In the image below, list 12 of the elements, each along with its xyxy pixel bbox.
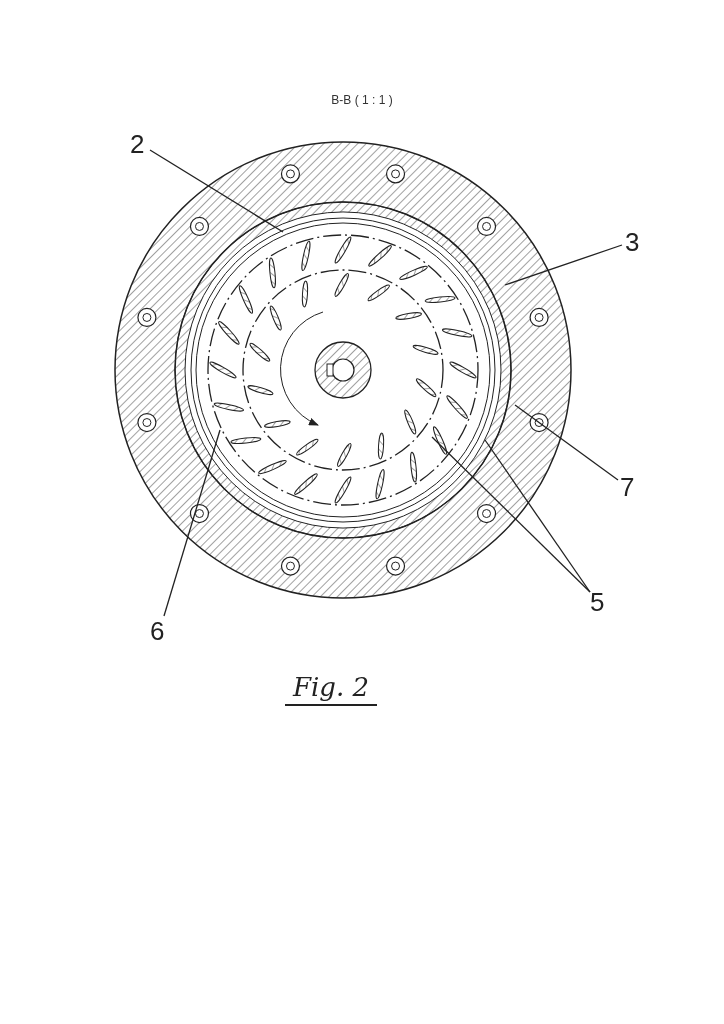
- callout-number: 7: [620, 473, 635, 501]
- section-title: B-B ( 1 : 1 ): [330, 93, 394, 107]
- leader-line: [514, 404, 619, 481]
- leader-line: [163, 429, 221, 617]
- callout-number: 5: [590, 588, 605, 616]
- callout-number: 6: [150, 617, 165, 645]
- leader-line: [504, 244, 623, 286]
- callout-number: 2: [130, 130, 145, 158]
- callout-number: 3: [625, 228, 640, 256]
- figure-caption: Fig. 2: [285, 672, 378, 706]
- leader-line: [149, 149, 284, 233]
- leader-line: [484, 439, 591, 593]
